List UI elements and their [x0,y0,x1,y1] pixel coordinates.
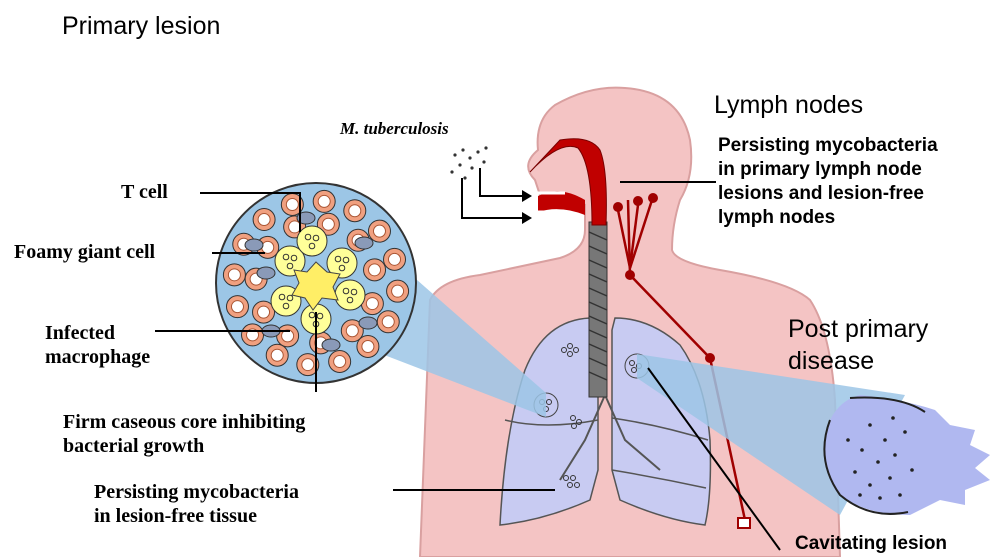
t-cell-nucleus [362,340,374,352]
t-cell-nucleus [258,306,270,318]
t-cell-nucleus [349,205,361,217]
infected-macrophage-label: Infected macrophage [45,321,150,369]
t-cell-nucleus [382,316,394,328]
t-cell-nucleus [302,359,314,371]
t-cell-nucleus [258,214,270,226]
t-cell-nucleus [262,241,274,253]
infected-macrophage [359,317,377,329]
t-cell-nucleus [366,298,378,310]
lung-persisting-label: Persisting mycobacteria in lesion-free t… [94,480,299,528]
caseous-core-label: Firm caseous core inhibiting bacterial g… [63,410,305,458]
inhalation-arrows [462,168,522,218]
organism-label: M. tuberculosis [340,119,449,139]
t-cell-nucleus [392,285,404,297]
t-cell-nucleus [286,198,298,210]
t-cell-nucleus [322,218,334,230]
infected-macrophage [245,239,263,251]
infected-macrophage [322,339,340,351]
t-cell-nucleus [289,221,301,233]
t-cell-nucleus [228,269,240,281]
foamy-giant-cell [335,280,365,310]
cavitating-lesion [824,395,990,515]
foamy-giant-cell-label: Foamy giant cell [14,240,155,264]
lymph-nodes-heading: Lymph nodes [714,91,863,120]
t-cell-nucleus [271,349,283,361]
t-cell-nucleus [369,264,381,276]
infected-macrophage [355,237,373,249]
lymph-terminal [738,518,750,528]
title-primary-lesion: Primary lesion [62,12,220,41]
arrowhead-icon [522,190,532,202]
t-cell-nucleus [373,225,385,237]
t-cell-nucleus [334,356,346,368]
t-cell-nucleus [389,253,401,265]
lymph-nodes-description: Persisting mycobacteria in primary lymph… [718,134,938,230]
t-cell-label: T cell [121,180,168,204]
t-cell-nucleus [346,325,358,337]
cavitating-lesion-label: Cavitating lesion [795,532,947,556]
arrowhead-icon [522,212,532,224]
infected-macrophage [257,267,275,279]
t-cell-nucleus [231,301,243,313]
t-cell-nucleus [318,195,330,207]
inhaled-bacteria [450,146,487,179]
foamy-giant-cell [297,226,327,256]
post-primary-label: Post primary disease [788,313,928,377]
